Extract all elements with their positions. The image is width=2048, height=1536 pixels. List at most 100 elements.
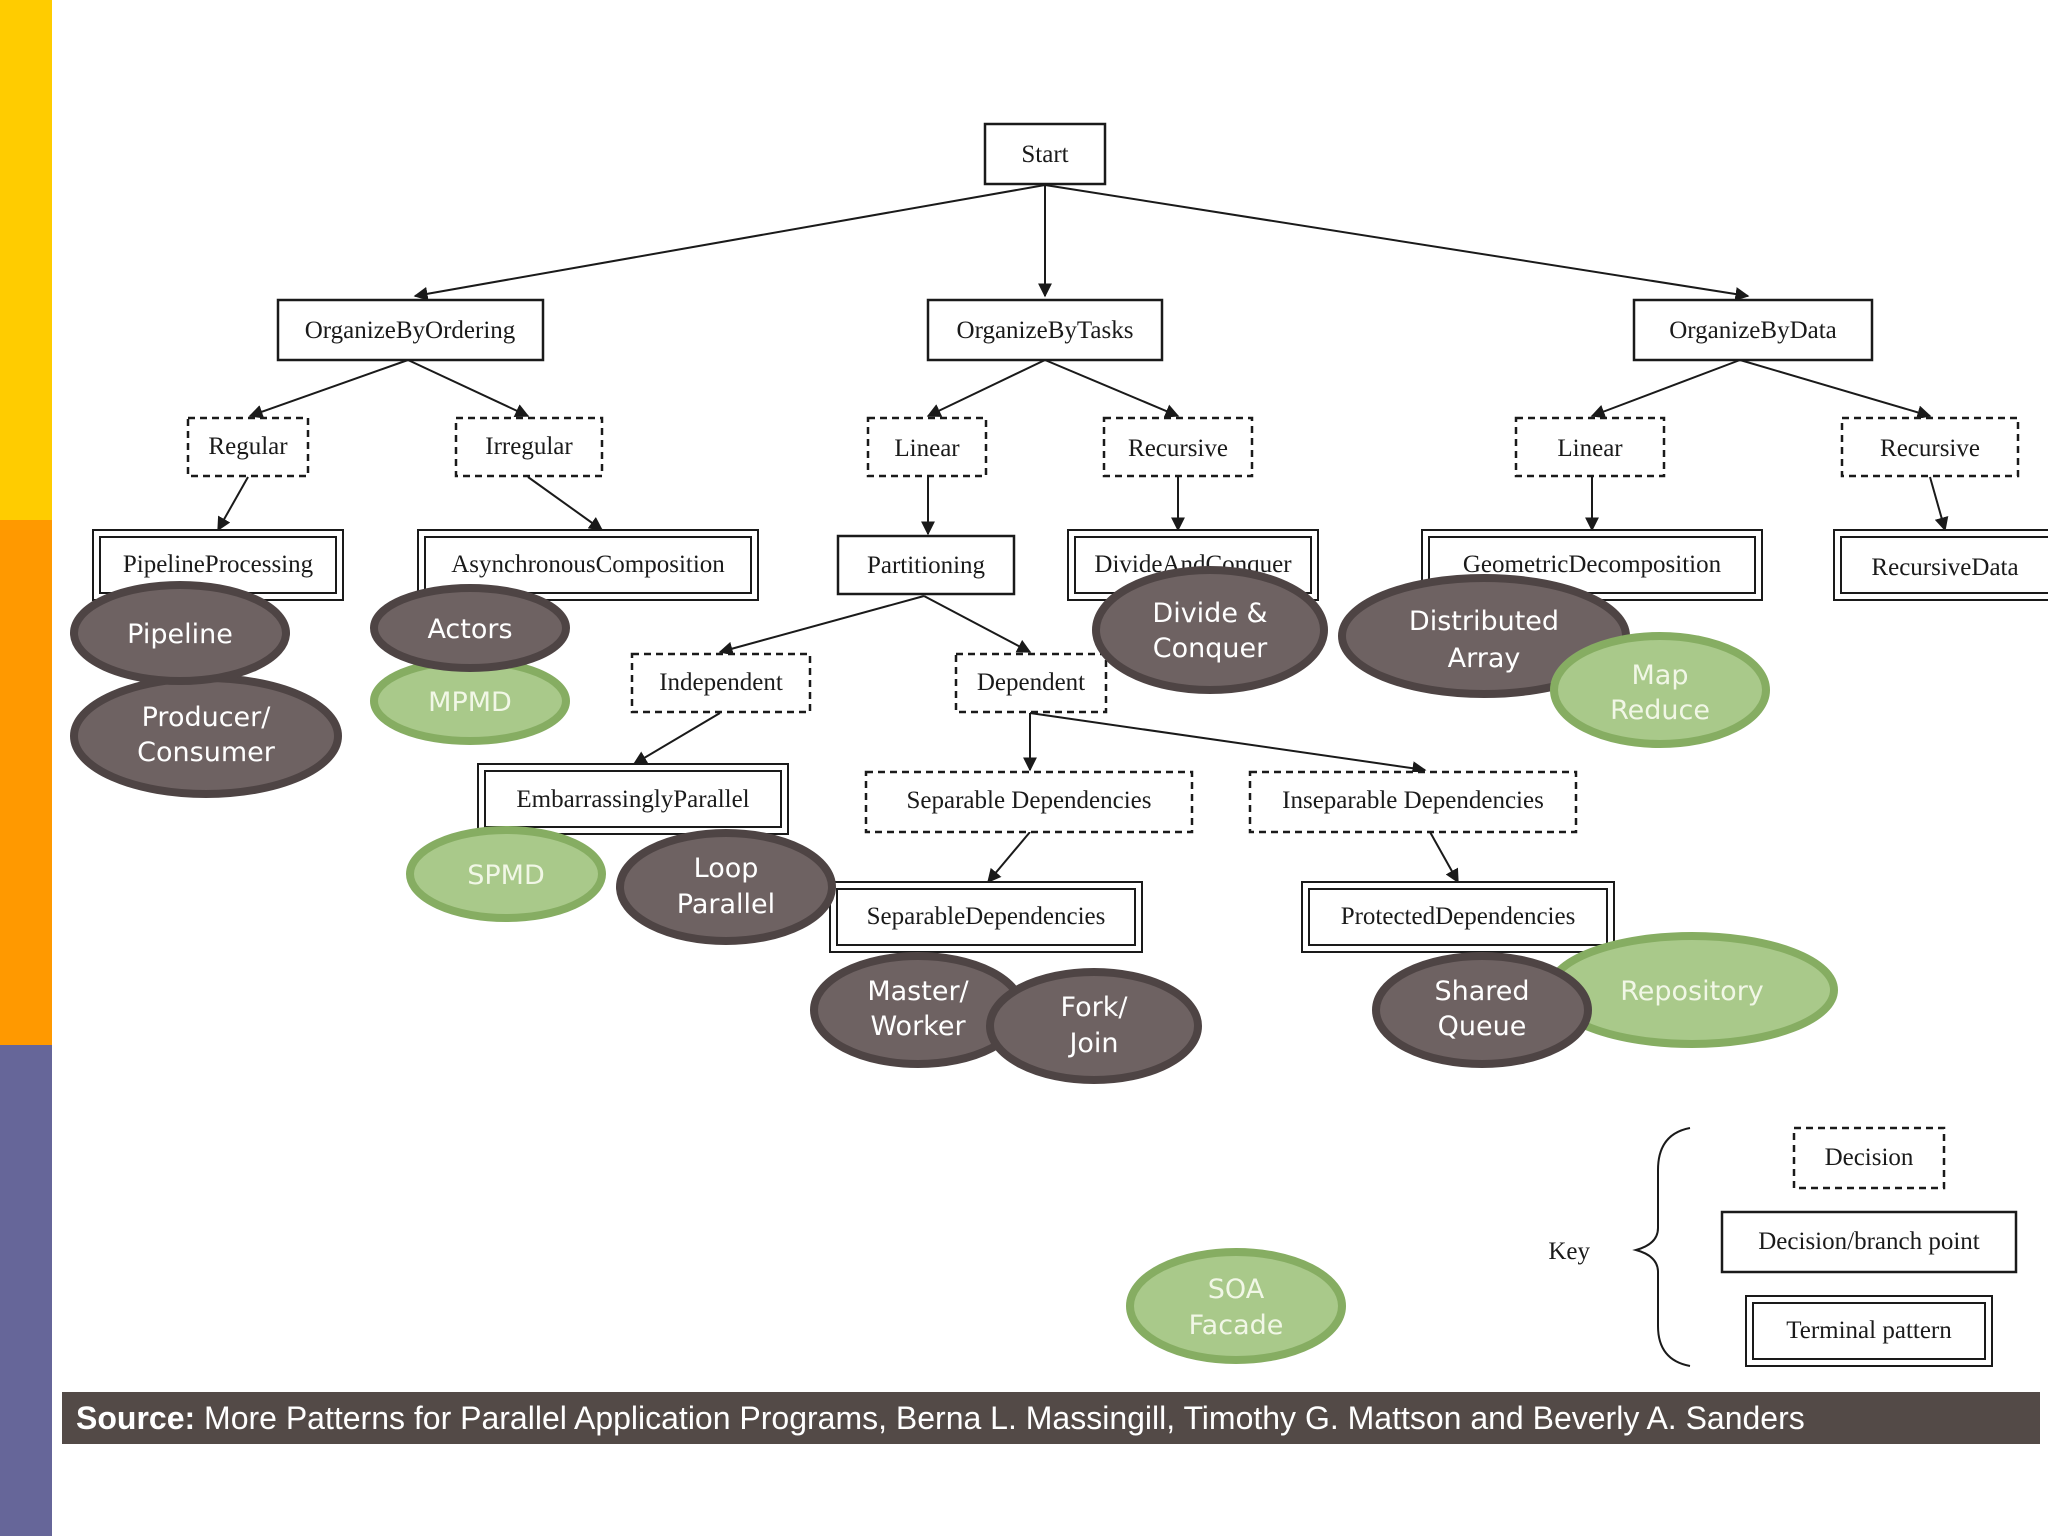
oval-producer-consumer: Producer/ Consumer — [70, 674, 342, 798]
edge-ordering-irregular — [407, 359, 530, 418]
edge-data-recursive — [1739, 359, 1932, 420]
node-organize-by-data: OrganizeByData — [1632, 298, 1874, 362]
terminal-pipeline-processing-label: PipelineProcessing — [123, 551, 314, 578]
oval-map-reduce-line1: Map — [1632, 660, 1689, 691]
decision-regular: Regular — [186, 416, 310, 478]
terminal-separable-dependencies: SeparableDependencies — [829, 881, 1143, 953]
oval-master-worker-line1: Master/ — [867, 976, 969, 1007]
decision-tasks-linear-label: Linear — [894, 435, 960, 462]
legend-terminal-pattern: Terminal pattern — [1745, 1295, 1993, 1367]
decision-dependent-label: Dependent — [977, 669, 1085, 696]
decision-irregular-label: Irregular — [485, 433, 573, 460]
oval-distributed-array-line2: Array — [1448, 643, 1521, 674]
decision-irregular: Irregular — [454, 416, 604, 478]
oval-fork-join-line2: Join — [1067, 1028, 1118, 1059]
node-partitioning-label: Partitioning — [867, 552, 986, 579]
legend-brace — [1632, 1127, 1691, 1367]
decision-inseparable-dependencies-label: Inseparable Dependencies — [1282, 787, 1544, 814]
oval-divide-conquer-line2: Conquer — [1153, 633, 1268, 664]
decision-inseparable-dependencies: Inseparable Dependencies — [1248, 770, 1578, 834]
oval-map-reduce-line2: Reduce — [1610, 695, 1710, 726]
oval-map-reduce: Map Reduce — [1550, 632, 1770, 748]
oval-fork-join: Fork/ Join — [986, 968, 1202, 1084]
edge-inseparable-protected — [1429, 831, 1459, 884]
source-text: More Patterns for Parallel Application P… — [195, 1400, 1805, 1436]
oval-repository-label: Repository — [1620, 976, 1764, 1007]
legend-decision-label: Decision — [1825, 1144, 1914, 1171]
decision-separable-dependencies-label: Separable Dependencies — [906, 787, 1151, 814]
terminal-geometric-decomposition-label: GeometricDecomposition — [1463, 551, 1722, 578]
decision-data-linear: Linear — [1514, 416, 1666, 478]
terminal-embarrassingly-parallel-label: EmbarrassinglyParallel — [516, 786, 749, 813]
pattern-ovals: Producer/ Consumer Pipeline MPMD Actors … — [70, 566, 1838, 1364]
legend-key: Key Decision Decision/branch point Termi… — [1548, 1126, 2018, 1367]
decision-dependent: Dependent — [954, 652, 1108, 714]
decision-separable-dependencies: Separable Dependencies — [864, 770, 1194, 834]
oval-fork-join-line1: Fork/ — [1061, 992, 1129, 1023]
connectors — [217, 184, 1949, 884]
oval-producer-consumer-line2: Consumer — [137, 737, 276, 768]
oval-soa-facade: SOA Facade — [1126, 1248, 1346, 1364]
node-start-label: Start — [1021, 141, 1068, 168]
oval-loop-parallel-line2: Parallel — [677, 889, 775, 920]
legend-branch-point: Decision/branch point — [1720, 1210, 2018, 1274]
terminal-protected-dependencies: ProtectedDependencies — [1301, 881, 1615, 953]
node-organize-by-tasks-label: OrganizeByTasks — [957, 317, 1134, 344]
edge-independent-embarrassing — [632, 712, 721, 765]
decision-regular-label: Regular — [208, 433, 288, 460]
legend-key-label: Key — [1548, 1238, 1590, 1265]
oval-producer-consumer-line1: Producer/ — [142, 702, 272, 733]
edge-start-ordering — [413, 184, 1046, 301]
edge-dependent-inseparable — [1029, 712, 1427, 776]
oval-pipeline: Pipeline — [70, 581, 290, 685]
oval-mpmd-label: MPMD — [428, 687, 512, 718]
edge-regular-pipeline — [217, 476, 249, 532]
legend-terminal-pattern-label: Terminal pattern — [1786, 1317, 1952, 1344]
oval-divide-conquer: Divide & Conquer — [1092, 566, 1328, 694]
edge-datarecursive-recursivedata — [1929, 476, 1949, 532]
oval-shared-queue: Shared Queue — [1372, 952, 1592, 1068]
oval-soa-facade-line2: Facade — [1189, 1310, 1284, 1341]
oval-shared-queue-line2: Queue — [1438, 1011, 1527, 1042]
decision-tasks-recursive: Recursive — [1102, 416, 1254, 478]
node-start: Start — [983, 122, 1107, 186]
edge-partitioning-independent — [718, 595, 925, 656]
accent-stripe-bottom — [0, 1045, 52, 1536]
decision-tasks-linear: Linear — [866, 416, 988, 478]
oval-divide-conquer-line1: Divide & — [1152, 598, 1267, 629]
node-organize-by-tasks: OrganizeByTasks — [926, 298, 1164, 362]
oval-soa-facade-line1: SOA — [1208, 1274, 1265, 1305]
edge-data-linear — [1590, 359, 1741, 419]
oval-actors: Actors — [370, 584, 570, 672]
node-organize-by-ordering: OrganizeByOrdering — [276, 298, 545, 362]
decision-data-recursive: Recursive — [1840, 416, 2020, 478]
source-label: Source: — [76, 1400, 196, 1436]
oval-actors-label: Actors — [427, 614, 512, 645]
accent-stripe-top — [0, 0, 52, 520]
oval-loop-parallel-line1: Loop — [694, 853, 759, 884]
node-organize-by-data-label: OrganizeByData — [1669, 317, 1837, 344]
legend-branch-point-label: Decision/branch point — [1758, 1228, 1980, 1255]
terminal-protected-dependencies-label: ProtectedDependencies — [1341, 903, 1576, 930]
source-citation-bar: Source: More Patterns for Parallel Appli… — [62, 1392, 2040, 1444]
accent-stripe-middle — [0, 520, 52, 1045]
oval-shared-queue-line1: Shared — [1434, 976, 1529, 1007]
decision-independent: Independent — [630, 652, 812, 714]
oval-master-worker: Master/ Worker — [810, 952, 1026, 1068]
oval-pipeline-label: Pipeline — [127, 619, 233, 650]
edge-start-data — [1044, 184, 1750, 301]
decision-data-linear-label: Linear — [1557, 435, 1623, 462]
edge-tasks-linear — [926, 359, 1046, 417]
terminal-separable-dependencies-label: SeparableDependencies — [867, 903, 1106, 930]
terminal-asynchronous-composition-label: AsynchronousComposition — [451, 551, 725, 578]
edge-tasks-recursive — [1044, 359, 1180, 418]
oval-spmd-label: SPMD — [467, 860, 545, 891]
edge-partitioning-dependent — [923, 595, 1032, 653]
edge-separable-pattern — [987, 831, 1031, 884]
oval-loop-parallel: Loop Parallel — [616, 829, 836, 945]
oval-master-worker-line2: Worker — [870, 1011, 966, 1042]
oval-repository: Repository — [1546, 932, 1838, 1048]
terminal-embarrassingly-parallel: EmbarrassinglyParallel — [477, 763, 789, 835]
oval-mpmd: MPMD — [370, 657, 570, 745]
